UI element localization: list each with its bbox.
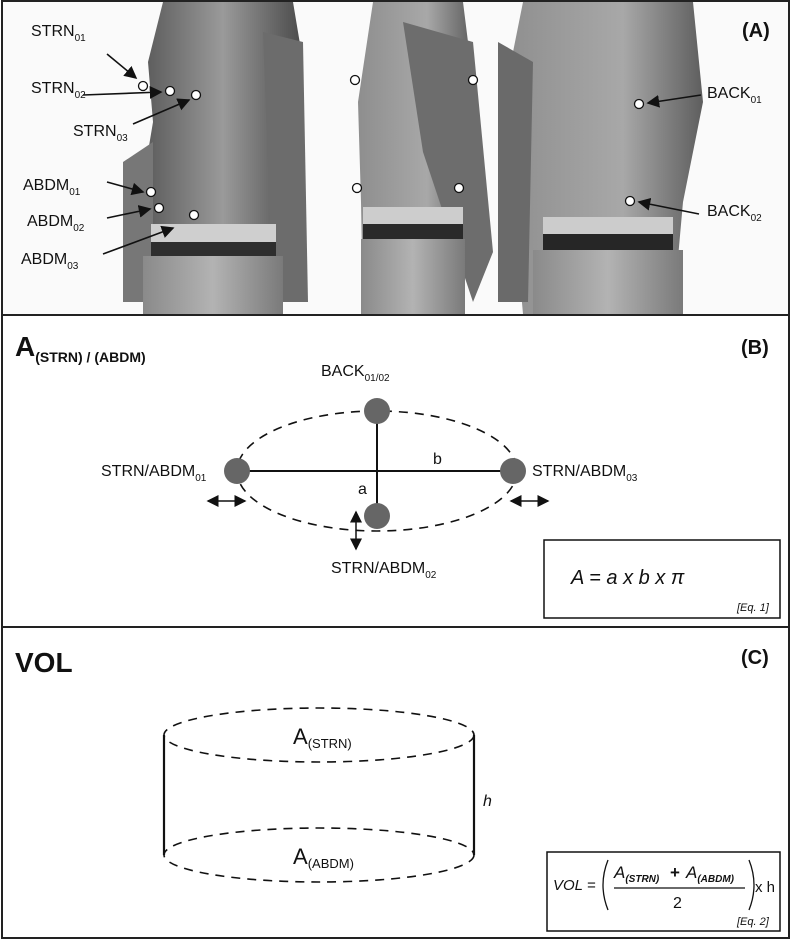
dot-side-strn	[349, 74, 361, 86]
label-a-strn: A(STRN)	[293, 724, 352, 751]
equation-1-tag: [Eq. 1]	[736, 602, 770, 614]
panel-c-volume: VOL (C) A(STRN) A(ABDM) h VOL = A(STRN) …	[1, 626, 790, 939]
marker-bottom	[364, 503, 390, 529]
dot-strn01	[137, 80, 149, 92]
eq2-num-a: A(STRN)	[613, 863, 660, 885]
panel-c-label: (C)	[741, 647, 769, 669]
panel-c-title: VOL	[15, 647, 73, 678]
dot-strn03	[190, 89, 202, 101]
panel-a-canvas: STRN01 STRN02 STRN03 ABDM01 ABDM02 ABDM0…	[21, 2, 770, 314]
eq2-right-paren	[748, 859, 755, 911]
dot-side-abdm	[351, 182, 363, 194]
dot-side-back	[467, 74, 479, 86]
label-strn01: STRN01	[31, 23, 86, 44]
label-height: h	[483, 793, 492, 810]
arrow-abdm02	[106, 205, 152, 219]
panel-b-label: (B)	[741, 337, 769, 359]
equation-2: VOL = A(STRN) + A(ABDM) 2 x h [Eq. 2]	[553, 859, 775, 928]
arrow-abdm03	[102, 225, 175, 255]
label-abdm02: ABDM02	[27, 213, 85, 234]
dot-back02	[624, 195, 636, 207]
label-strn03: STRN03	[73, 123, 128, 144]
cylinder-drawing	[162, 707, 476, 883]
dot-abdm02	[153, 202, 165, 214]
movement-arrows	[206, 495, 550, 551]
equation-1: A = a x b x π	[570, 567, 685, 589]
equation-1-box	[543, 539, 781, 619]
marker-left	[224, 458, 250, 484]
dot-abdm03	[188, 209, 200, 221]
side-torso-photo	[358, 2, 493, 314]
dot-abdm01	[145, 186, 157, 198]
equation-2-tag: [Eq. 2]	[736, 916, 770, 928]
landmark-dots	[137, 74, 645, 221]
eq2-denominator: 2	[673, 895, 682, 912]
eq2-plus: +	[670, 863, 680, 882]
eq2-tail: x h	[755, 879, 775, 896]
arrow-strn01	[106, 53, 138, 80]
panel-b-canvas: A(STRN) / (ABDM) (B) b a BACK01/02 STRN/…	[15, 331, 781, 619]
arrow-strn03	[132, 98, 191, 125]
label-abdm01: ABDM01	[23, 177, 81, 198]
marker-back	[364, 398, 390, 424]
arrow-back01	[646, 94, 702, 108]
arrow-back02	[637, 197, 700, 215]
cylinder-bottom-ellipse	[163, 827, 475, 883]
equation-2-lhs: VOL =	[553, 877, 596, 894]
label-back-0102: BACK01/02	[321, 363, 390, 384]
label-back01: BACK01	[707, 85, 762, 106]
equation-2-box	[546, 851, 781, 932]
axis-a-label: a	[358, 481, 367, 498]
label-bottom: STRN/ABDM02	[331, 560, 437, 581]
front-torso-photo	[123, 2, 308, 314]
arrow-abdm01	[106, 181, 145, 196]
label-right: STRN/ABDM03	[532, 463, 638, 484]
cylinder-top-ellipse	[163, 707, 475, 763]
dot-side-back2	[453, 182, 465, 194]
panel-c-canvas: VOL (C) A(STRN) A(ABDM) h VOL = A(STRN) …	[15, 647, 781, 932]
label-back02: BACK02	[707, 203, 762, 224]
eq2-num-b: A(ABDM)	[685, 863, 735, 885]
panel-a-label: (A)	[742, 20, 770, 42]
dot-strn02	[164, 85, 176, 97]
panel-a-photographs: STRN01 STRN02 STRN03 ABDM01 ABDM02 ABDM0…	[1, 0, 790, 316]
marker-right	[500, 458, 526, 484]
panel-b-ellipse-area: A(STRN) / (ABDM) (B) b a BACK01/02 STRN/…	[1, 314, 790, 628]
label-left: STRN/ABDM01	[101, 463, 207, 484]
panel-b-title: A(STRN) / (ABDM)	[15, 331, 146, 365]
back-torso-photo	[498, 2, 703, 314]
label-abdm03: ABDM03	[21, 251, 79, 272]
arrow-strn02	[82, 86, 163, 99]
eq2-left-paren	[602, 859, 609, 911]
label-strn02: STRN02	[31, 80, 86, 101]
leader-arrows	[82, 53, 702, 255]
dot-back01	[633, 98, 645, 110]
label-a-abdm: A(ABDM)	[293, 844, 354, 871]
axis-b-label: b	[433, 451, 442, 468]
